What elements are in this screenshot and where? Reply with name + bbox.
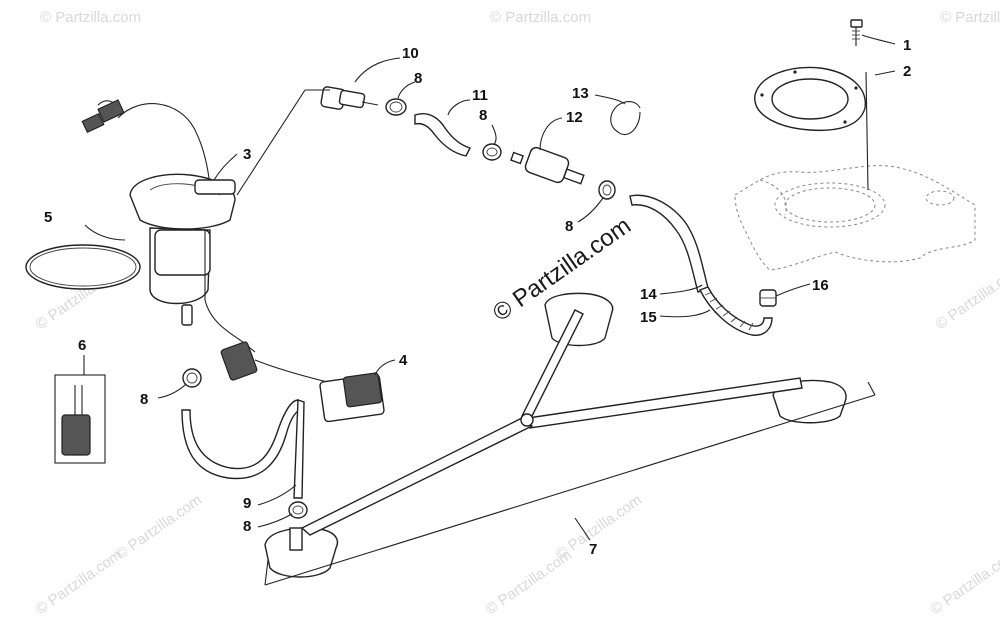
fuel-filter-part-12 bbox=[510, 146, 585, 185]
watermark-tile: © Partzilla.com bbox=[928, 546, 1000, 618]
callout-15: 15 bbox=[640, 309, 657, 326]
callout-10: 10 bbox=[402, 45, 419, 62]
callout-16: 16 bbox=[812, 277, 829, 294]
clamp-part-8e bbox=[288, 501, 308, 519]
callout-8: 8 bbox=[414, 70, 422, 87]
watermark-tile: © Partzilla.com bbox=[113, 491, 206, 563]
cap-part-16 bbox=[759, 289, 777, 307]
watermark-tile: © Partzilla.com bbox=[483, 546, 576, 618]
callout-labels: 1 2 3 4 5 6 7 8 8 8 8 8 9 10 11 12 13 14… bbox=[44, 37, 911, 558]
screw-part-1 bbox=[850, 19, 863, 46]
quick-fitting-part-10 bbox=[320, 86, 379, 110]
callout-5: 5 bbox=[44, 209, 52, 226]
o-ring-part-5 bbox=[25, 244, 141, 290]
fuel-pickup-assembly-part-7 bbox=[264, 292, 847, 578]
callout-8: 8 bbox=[565, 218, 573, 235]
callout-8: 8 bbox=[243, 518, 251, 535]
watermark-tile: © Partzilla.com bbox=[490, 9, 591, 26]
callout-14: 14 bbox=[640, 286, 657, 303]
clip-ring-part-13 bbox=[610, 101, 641, 136]
callout-11: 11 bbox=[472, 87, 488, 104]
gasket-ring-part-2 bbox=[754, 66, 866, 132]
fuel-pump-assembly-part-3 bbox=[81, 99, 341, 386]
callout-1: 1 bbox=[903, 37, 911, 54]
callout-7: 7 bbox=[589, 541, 597, 558]
hose-part-9-end bbox=[293, 399, 305, 499]
watermark-tile: © Partzilla.com bbox=[933, 261, 1000, 333]
clamp-part-8d bbox=[182, 368, 202, 388]
hose-part-11 bbox=[414, 113, 471, 157]
callout-4: 4 bbox=[399, 352, 408, 369]
callout-3: 3 bbox=[243, 146, 251, 163]
sleeve-part-15 bbox=[699, 286, 773, 336]
callout-6: 6 bbox=[78, 337, 86, 354]
hose-part-9 bbox=[181, 399, 301, 480]
callout-12: 12 bbox=[566, 109, 583, 126]
clamp-part-8b bbox=[482, 143, 502, 161]
watermark-tile: © Partzilla.com bbox=[33, 546, 126, 618]
hose-part-14 bbox=[629, 194, 709, 293]
callout-8: 8 bbox=[479, 107, 487, 124]
watermark-tile: © Partzilla.com bbox=[40, 9, 141, 26]
callout-13: 13 bbox=[572, 85, 589, 102]
connector-part-4 bbox=[319, 372, 385, 423]
clamp-part-8c bbox=[598, 180, 616, 200]
fuel-tank-outline bbox=[734, 165, 976, 271]
callout-8: 8 bbox=[140, 391, 148, 408]
leader-lines bbox=[83, 34, 896, 541]
bracket-line-part-7 bbox=[264, 394, 876, 586]
callout-2: 2 bbox=[903, 63, 911, 80]
watermark-tile: © Partzilla.com bbox=[940, 9, 1000, 26]
clamp-part-8a bbox=[385, 98, 407, 116]
callout-9: 9 bbox=[243, 495, 251, 512]
sending-unit-part-6 bbox=[54, 374, 106, 464]
